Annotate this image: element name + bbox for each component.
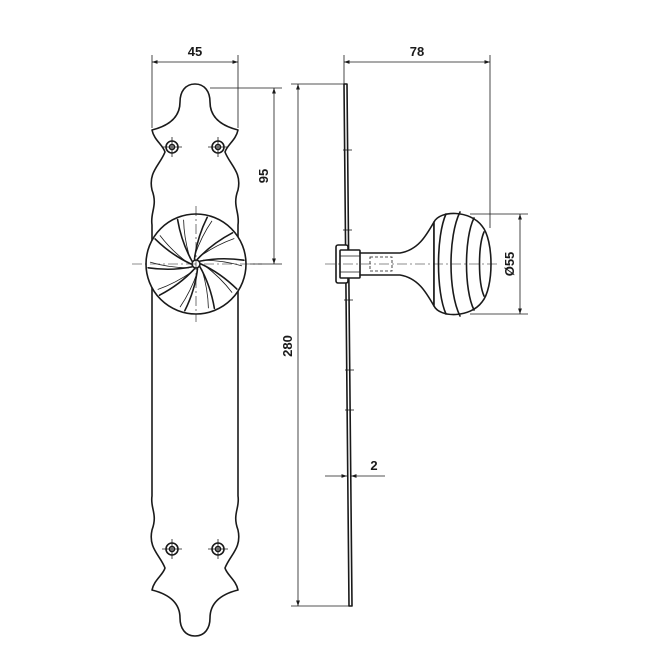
plate-width-label: 45 bbox=[188, 44, 202, 59]
screw-hole-bottom-right bbox=[208, 539, 228, 559]
dimension-plate-width: 45 bbox=[151, 44, 239, 128]
screw-hole-top-right bbox=[208, 137, 228, 157]
backplate-side-view bbox=[343, 83, 354, 607]
backplate-outline bbox=[150, 83, 240, 637]
projection-label: 78 bbox=[410, 44, 424, 59]
rosette-petal-edge bbox=[179, 271, 198, 308]
plate-thickness-label: 2 bbox=[370, 458, 377, 473]
plate-height-label: 280 bbox=[280, 335, 295, 357]
plate-side-profile bbox=[343, 83, 353, 607]
dimension-hole-spacing: 95 bbox=[210, 87, 282, 265]
dimension-plate-thickness: 2 bbox=[325, 458, 385, 478]
rosette-petal-edge bbox=[194, 220, 213, 257]
rosette-petal-edge bbox=[157, 270, 193, 290]
hole-spacing-label: 95 bbox=[256, 169, 271, 183]
screw-hole-top-left bbox=[162, 137, 182, 157]
screw-hole-bottom-left bbox=[162, 539, 182, 559]
dimension-knob-diameter: Ø55 bbox=[470, 213, 528, 315]
dimension-projection: 78 bbox=[343, 44, 491, 228]
knob-diameter-label: Ø55 bbox=[502, 252, 517, 277]
rosette-petal-edge bbox=[149, 261, 190, 269]
dimension-plate-height: 280 bbox=[280, 83, 350, 607]
backplate-front-view bbox=[132, 83, 262, 637]
rosette-petal-edge bbox=[202, 259, 243, 267]
rosette-petal-edge bbox=[183, 219, 191, 259]
rosette-petal-edge bbox=[199, 238, 235, 258]
rosette-petal-edge bbox=[203, 264, 233, 293]
knob-side-view bbox=[325, 211, 500, 317]
rosette-petal-edge bbox=[201, 269, 209, 309]
rosette-petal-edge bbox=[159, 235, 189, 264]
